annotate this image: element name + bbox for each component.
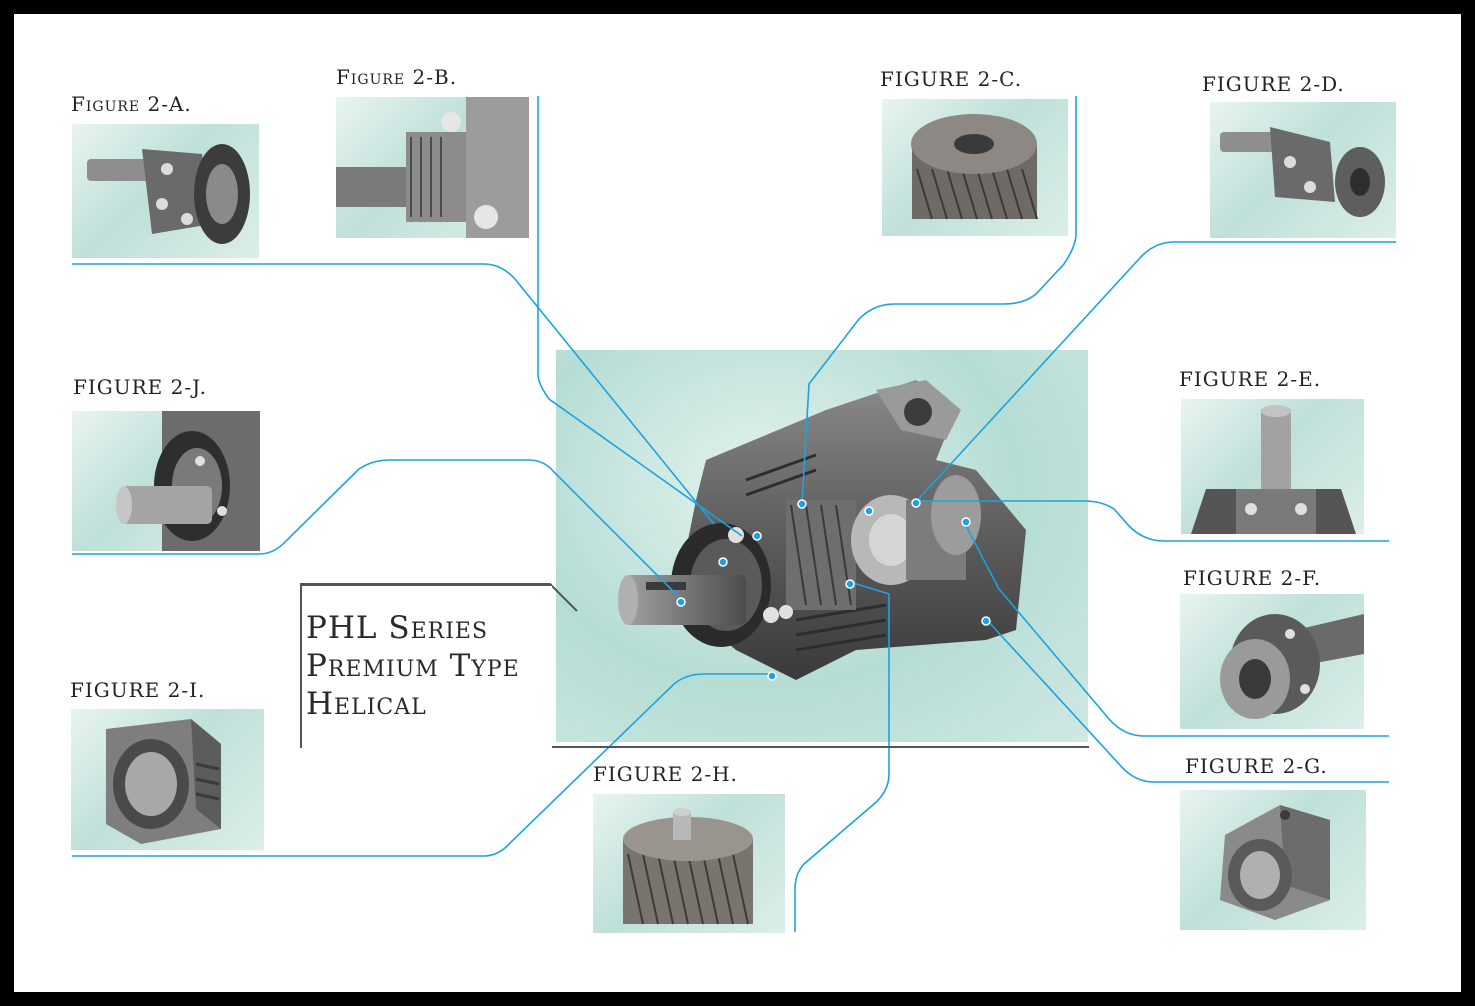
series-title-line-2: Premium Type <box>306 648 520 684</box>
figure-2g-caption: FIGURE 2-G. <box>1185 754 1328 778</box>
figure-2f-caption: FIGURE 2-F. <box>1183 566 1322 590</box>
figure-2d-caption: FIGURE 2-D. <box>1202 72 1345 96</box>
figure-2d-image <box>1210 102 1396 238</box>
figure-2b-image <box>336 97 529 238</box>
figure-2a-image <box>72 124 259 258</box>
figure-2c-image <box>882 99 1068 236</box>
series-title-line-3: Helical <box>306 686 427 722</box>
diagram-page: PHL Series Premium Type Helical Figure 2… <box>14 14 1461 992</box>
series-title-box: PHL Series Premium Type Helical <box>300 584 552 748</box>
figure-2e-caption: FIGURE 2-E. <box>1179 367 1322 391</box>
figure-2j-image <box>72 411 260 551</box>
figure-2f-image <box>1180 594 1364 729</box>
figure-2h-caption: FIGURE 2-H. <box>593 762 738 786</box>
figure-2a-caption: Figure 2-A. <box>71 92 192 116</box>
figure-2g-image <box>1180 790 1366 930</box>
figure-2b-caption: Figure 2-B. <box>336 65 458 89</box>
gearbox-cutaway-image <box>556 350 1088 742</box>
figure-2e-image <box>1181 399 1364 534</box>
figure-2i-image <box>71 709 264 850</box>
figure-2i-caption: FIGURE 2-I. <box>70 678 206 702</box>
figure-2j-caption: FIGURE 2-J. <box>73 375 207 399</box>
figure-2h-image <box>593 794 785 933</box>
series-title-line-1: PHL Series <box>306 610 489 646</box>
figure-2c-caption: FIGURE 2-C. <box>880 67 1023 91</box>
